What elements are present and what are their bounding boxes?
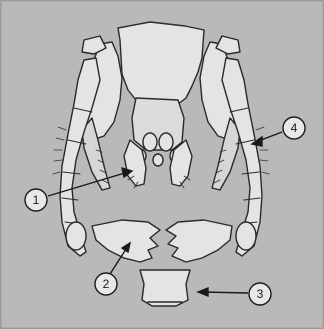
hypopharynx [132, 98, 184, 150]
maxillary-palp-left-tip [66, 222, 86, 250]
callout-2-label: 2 [103, 277, 110, 291]
callout-3-label: 3 [257, 287, 264, 301]
callout-3-leader [202, 292, 248, 293]
labium [140, 270, 190, 306]
maxillary-palp-right-tip [236, 222, 256, 250]
callout-4-label: 4 [291, 121, 298, 135]
callout-1-label: 1 [33, 193, 40, 207]
